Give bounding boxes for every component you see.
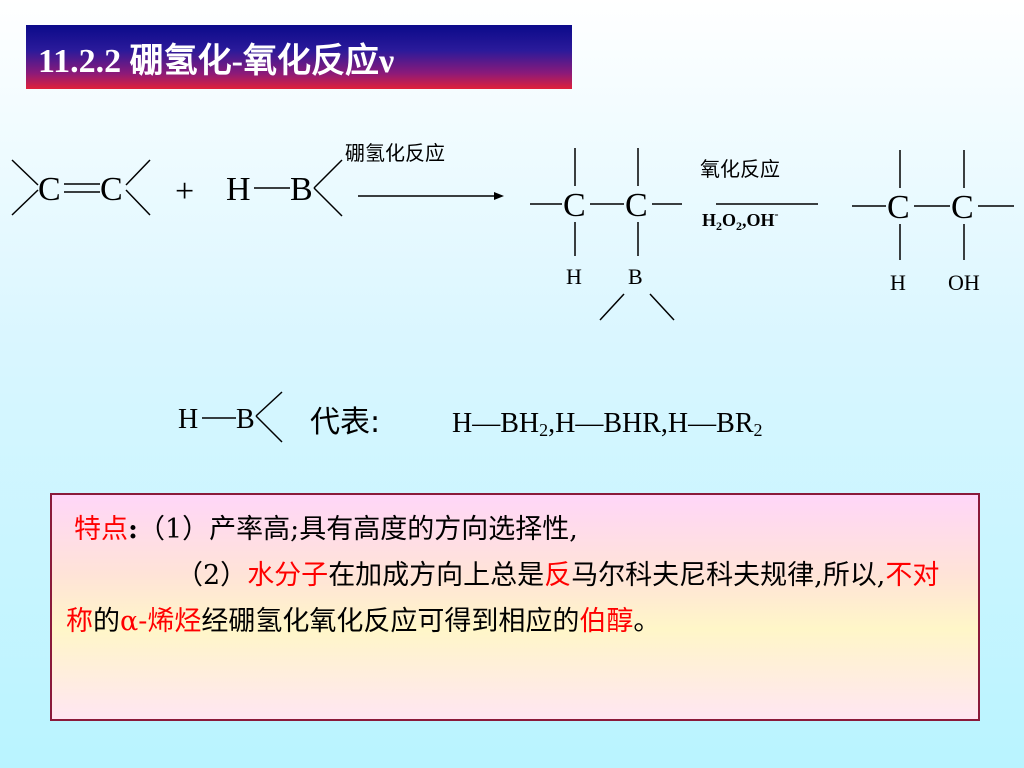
bond-line — [649, 293, 675, 321]
sep: , — [661, 408, 668, 439]
alkene-c-left: C — [38, 171, 61, 208]
reagent-minus: - — [775, 207, 779, 221]
reaction-scheme: C C + H B 硼氢化反应 C C H B 氧化反应 H2O2,OH- C … — [11, 141, 1014, 321]
page-title: 11.2.2 硼氢化-氧化反应ν — [38, 43, 395, 80]
feature-line-1: 特点:（1）产率高;具有高度的方向选择性, — [66, 507, 964, 553]
feature-colon: : — [128, 514, 138, 545]
reagent-o: O — [722, 210, 736, 230]
reagent-sub-2: 2 — [716, 219, 722, 233]
formula-sub: 2 — [754, 420, 763, 440]
title-bar: 11.2.2 硼氢化-氧化反应ν — [26, 25, 572, 89]
oxidation-label: 氧化反应 — [700, 157, 780, 181]
feature-label: 特点 — [74, 514, 128, 545]
formula-br2: H—BR — [668, 408, 754, 439]
feature-text-2: 马尔科夫尼科夫规律,所以, — [571, 560, 886, 591]
feature-paragraph-2: （2）水分子在加成方向上总是反马尔科夫尼科夫规律,所以,不对称的α-烯烃经硼氢化… — [66, 553, 964, 645]
feature-text-4: 经硼氢化氧化反应可得到相应的 — [201, 606, 580, 637]
feature-num-2: （2） — [176, 560, 248, 591]
feature-end: 。 — [633, 606, 661, 637]
hydroboration-label: 硼氢化反应 — [345, 141, 445, 165]
reagent-oh: ,OH — [742, 210, 775, 230]
sep: , — [548, 408, 555, 439]
alkene-c-right: C — [100, 171, 123, 208]
rep-h: H — [178, 404, 198, 435]
borane-h: H — [226, 171, 251, 208]
rep-b: B — [236, 404, 255, 435]
bond-line — [599, 293, 625, 321]
intermediate-b: B — [628, 264, 643, 289]
feature-text-3: 的 — [93, 606, 120, 637]
bond-line — [313, 187, 343, 217]
product-c2: C — [951, 189, 974, 226]
rep-formulas: H—BH2,H—BHR,H—BR2 — [452, 408, 763, 440]
feature-text-1: 在加成方向上总是 — [328, 560, 545, 591]
bond-line — [11, 159, 39, 186]
product-oh: OH — [948, 270, 980, 295]
formula-sub: 2 — [539, 420, 548, 440]
reagent-sub-2b: 2 — [736, 219, 742, 233]
intermediate-c1: C — [563, 187, 586, 224]
feature-red-3: 不对称 — [66, 560, 940, 637]
bond-line — [11, 189, 39, 216]
intermediate-c2: C — [625, 187, 648, 224]
feature-red-1: 水分子 — [247, 560, 329, 591]
feature-box: 特点:（1）产率高;具有高度的方向选择性, （2）水分子在加成方向上总是反马尔科… — [50, 493, 980, 721]
bond-line — [313, 159, 343, 189]
feature-point-1: （1）产率高;具有高度的方向选择性, — [137, 514, 578, 545]
feature-red-4: α-烯烃 — [120, 606, 202, 637]
borane-b: B — [290, 171, 313, 208]
product-h: H — [890, 270, 906, 295]
feature-red-5: 伯醇 — [579, 606, 634, 637]
product-c1: C — [887, 189, 910, 226]
oxidation-reagents: H2O2,OH- — [702, 207, 779, 233]
reagent-h: H — [702, 210, 716, 230]
bond-line — [255, 391, 283, 417]
plus-sign: + — [175, 173, 194, 210]
intermediate-h: H — [566, 264, 582, 289]
formula-bhr: H—BHR — [555, 408, 661, 439]
bond-line — [125, 189, 151, 216]
formula-bh2: H—BH — [452, 408, 539, 439]
represents-label: 代表: — [310, 405, 380, 440]
represents-row: H B 代表: H—BH2,H—BHR,H—BR2 — [178, 391, 763, 443]
arrow-head — [494, 192, 504, 200]
bond-line — [255, 415, 283, 443]
bond-line — [125, 159, 151, 186]
feature-red-2: 反 — [544, 560, 572, 591]
